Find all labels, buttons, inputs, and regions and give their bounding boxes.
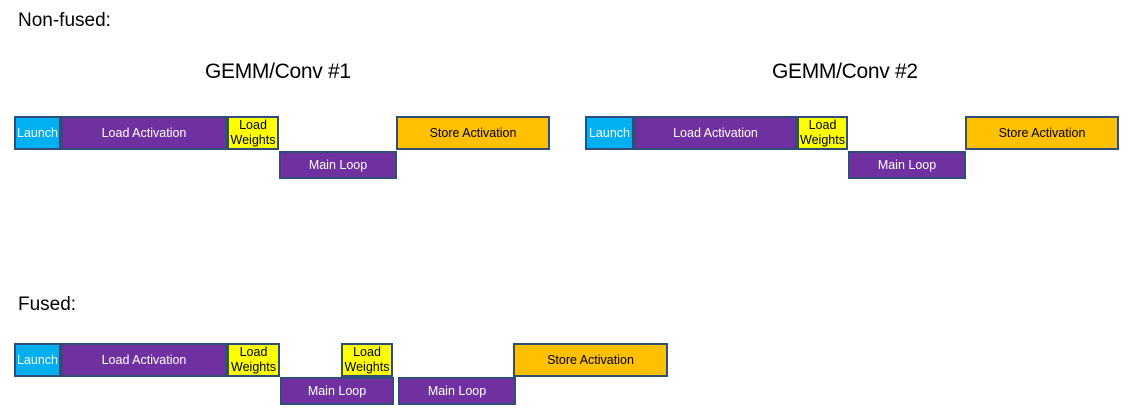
- load-weights-box: Load Weights: [227, 116, 279, 150]
- load-activation-box: Load Activation: [61, 116, 227, 150]
- main-loop-box: Main Loop: [279, 151, 397, 179]
- gemm-conv-2-title: GEMM/Conv #2: [772, 60, 918, 83]
- store-activation-box: Store Activation: [965, 116, 1119, 150]
- store-activation-box: Store Activation: [513, 343, 668, 377]
- launch-box: Launch: [585, 116, 634, 150]
- main-loop-box: Main Loop: [280, 377, 394, 405]
- launch-box: Launch: [14, 343, 61, 377]
- launch-box: Launch: [14, 116, 61, 150]
- main-loop-box: Main Loop: [848, 151, 966, 179]
- load-activation-box: Load Activation: [634, 116, 797, 150]
- load-activation-box: Load Activation: [61, 343, 227, 377]
- load-weights-box: Load Weights: [227, 343, 280, 377]
- load-weights-box: Load Weights: [797, 116, 848, 150]
- main-loop-box: Main Loop: [398, 377, 516, 405]
- store-activation-box: Store Activation: [396, 116, 550, 150]
- load-weights-box: Load Weights: [341, 343, 393, 377]
- fused-section-label: Fused:: [18, 294, 77, 315]
- non-fused-section-label: Non-fused:: [18, 10, 111, 31]
- gemm-conv-1-title: GEMM/Conv #1: [205, 60, 351, 83]
